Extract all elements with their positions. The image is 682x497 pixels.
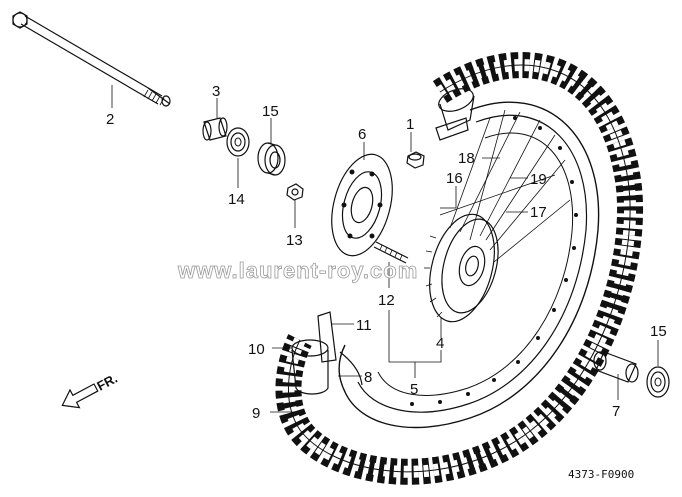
- stud-bolt: [373, 241, 409, 264]
- axle-bolt: [12, 11, 171, 107]
- callout-10: 10: [248, 341, 265, 358]
- callout-9: 9: [252, 405, 260, 422]
- bearing-left: [226, 127, 250, 157]
- spacer-right: [593, 351, 639, 383]
- callout-5: 5: [410, 381, 418, 398]
- diagram-code: 4373-F0900: [568, 468, 634, 481]
- bearing-right-bottom: [646, 366, 670, 398]
- callout-11: 11: [356, 317, 372, 334]
- speedometer-housing: [435, 88, 475, 141]
- callout-12: 12: [378, 292, 395, 309]
- front-direction-indicator: FR.: [61, 371, 120, 409]
- nut-13: [286, 183, 304, 201]
- tyre: [275, 52, 644, 485]
- callout-1: 1: [406, 116, 414, 133]
- callout-18: 18: [458, 150, 475, 167]
- spacer-left: [202, 117, 228, 141]
- callout-19: 19: [530, 171, 547, 188]
- callout-2: 2: [106, 111, 114, 128]
- leader-lines: [111, 85, 659, 413]
- callout-17: 17: [530, 204, 547, 221]
- watermark: www.laurent-roy.com: [177, 258, 418, 283]
- callout-7: 7: [612, 403, 620, 420]
- callout-14: 14: [228, 191, 245, 208]
- callout-8: 8: [364, 369, 372, 386]
- direction-label: FR.: [94, 371, 120, 394]
- callout-6: 6: [358, 126, 366, 143]
- callout-4: 4: [436, 335, 444, 352]
- callout-13: 13: [286, 232, 303, 249]
- rim: [338, 101, 600, 429]
- bearing-right-top: [257, 142, 286, 176]
- callout-15-bottom: 15: [650, 323, 667, 340]
- callout-16: 16: [446, 170, 463, 187]
- callouts: 2 3 15 14 13 6 1 18 16 19 17 12 4 5 11 1…: [106, 83, 667, 422]
- sprocket-plate: [331, 153, 393, 257]
- hub-and-spokes: [424, 109, 571, 323]
- callout-15-top: 15: [262, 103, 279, 120]
- spoke-nut: [406, 151, 425, 169]
- front-arrow-icon: [61, 383, 99, 409]
- callout-3: 3: [212, 83, 220, 100]
